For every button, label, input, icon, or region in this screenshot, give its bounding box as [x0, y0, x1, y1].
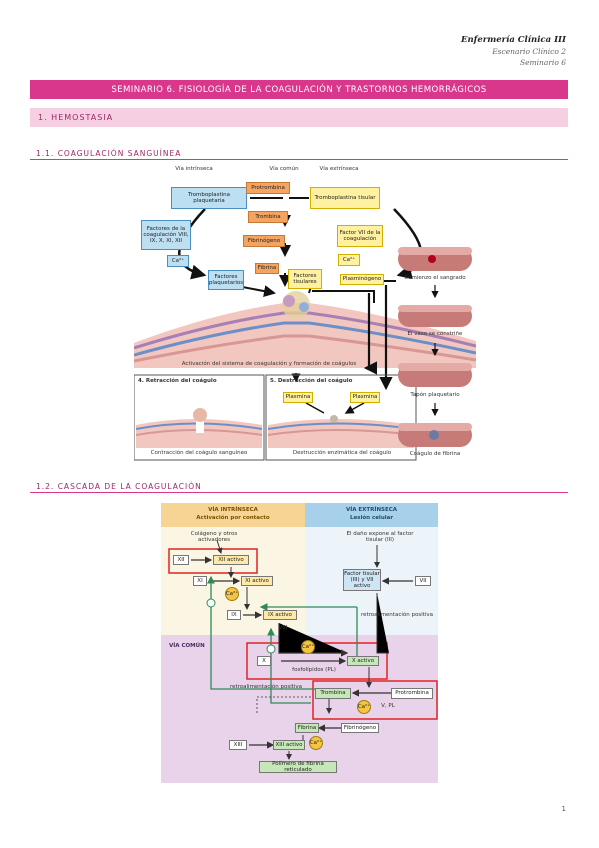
factor-ix-box: IX: [227, 610, 241, 620]
plasminogeno-box: Plasminógeno: [340, 274, 384, 285]
factor-tisular-box: Factor tisular (III) y VII activo: [343, 569, 381, 591]
course-name: Enfermería Clínica III: [461, 35, 566, 45]
vessel-caption-2: El vaso se constriñe: [407, 331, 463, 337]
page-number: 1: [561, 805, 566, 813]
factor-vii-box: VII: [415, 576, 431, 586]
factores-coagulacion-box: Factores de la coagulación VIII, IX, X, …: [141, 220, 191, 250]
cascade-figure-arrows: [161, 503, 438, 783]
factor-xi-activo-box: XI activo: [241, 576, 273, 586]
plasmina-box-1: Plasmina: [283, 392, 313, 403]
via-extrinseca-title: VÍA EXTRÍNSECA: [345, 507, 398, 513]
colageno-label: Colágeno y otros activadores: [190, 531, 238, 544]
trombina-box: Trombina: [315, 688, 351, 699]
section-heading-hemostasia: 1. HEMOSTASIA: [30, 108, 568, 127]
factor-x-activo-box: X activo: [347, 656, 379, 666]
via-intrinseca-title: VÍA INTRÍNSECA: [208, 507, 258, 513]
calcium-circle-4: Ca²⁺: [309, 736, 323, 750]
dano-label: El daño expone al factor tisular (III): [346, 531, 414, 544]
polimero-fibrina-box: Polímero de fibrina reticulado: [259, 761, 337, 773]
retroalimentacion-label-2: retroalimentación positiva: [229, 684, 303, 690]
tromboplastina-tisular-box: Tromboplastina tisular: [310, 187, 380, 209]
factores-tisulares-box: Factores tisulares: [288, 269, 322, 289]
factor-xi-box: XI: [193, 576, 207, 586]
calcium-circle-3: Ca²⁺: [357, 700, 371, 714]
calcium-circle-1: Ca²⁺: [225, 587, 239, 601]
calcium-circle-2: Ca²⁺: [301, 640, 315, 654]
plasmina-box-2: Plasmina: [350, 392, 380, 403]
activacion-caption: Activación del sistema de coagulación y …: [181, 361, 357, 367]
protrombina-box: Protrombina: [246, 182, 290, 194]
protrombina-box: Protrombina: [391, 688, 433, 699]
factor-xiii-activo-box: XIII activo: [273, 740, 305, 750]
topic-name: Escenario Clínico 2: [492, 47, 566, 56]
factor-xii-box: XII: [173, 555, 189, 565]
vessel-caption-1: Comienzo el sangrado: [404, 275, 466, 281]
factor-xiii-box: XIII: [229, 740, 247, 750]
subsection-heading-cascada: 1.2. CASCADA DE LA COAGULACIÓN: [36, 482, 202, 491]
via-extrinseca-label: Vía extrínseca: [319, 166, 359, 172]
v-pl-label: V, PL: [381, 703, 395, 709]
subsection-rule-2: [30, 492, 568, 493]
calcium-box-1: Ca²⁺: [167, 255, 189, 267]
coagulation-figure-arrows: [134, 197, 476, 461]
fibrina-box: Fibrina: [255, 263, 279, 274]
factor-vii-box: Factor VII de la coagulación: [337, 225, 383, 247]
via-comun-label: Vía común: [269, 166, 299, 172]
via-comun-title: VÍA COMÚN: [169, 643, 205, 649]
retraccion-title: 4. Retracción del coágulo: [138, 378, 217, 384]
vessel-caption-4: Coágulo de fibrina: [409, 451, 461, 457]
fibrinogeno-box: Fibrinógeno: [243, 235, 285, 247]
seminar-name: Seminario 6: [519, 58, 566, 67]
destruccion-enzimatica-caption: Destrucción enzimática del coágulo: [292, 450, 392, 456]
factor-ix-activo-box: IX activo: [263, 610, 297, 620]
factor-x-box: X: [257, 656, 271, 666]
subsection-heading-coagulacion: 1.1. COAGULACIÓN SANGUÍNEA: [36, 149, 182, 158]
destruccion-title: 5. Destrucción del coágulo: [270, 378, 353, 384]
retroalimentacion-label-1: retroalimentación positiva: [360, 612, 434, 618]
coagulation-figure: Vía intrínseca Vía común Vía extrínseca …: [134, 163, 476, 463]
via-extrinseca-subtitle: Lesión celular: [349, 515, 394, 521]
tromboplastina-plaquetaria-box: Tromboplastina plaquetaria: [171, 187, 247, 209]
factor-viii-label: VIII: [278, 625, 288, 631]
trombina-box: Trombina: [248, 211, 288, 223]
factores-plaquetarios-box: Factores plaquetarios: [208, 270, 244, 290]
document-title: SEMINARIO 6. FISIOLOGÍA DE LA COAGULACIÓ…: [30, 80, 568, 99]
calcium-box-2: Ca²⁺: [338, 254, 360, 266]
cascade-figure: VÍA INTRÍNSECA Activación por contacto V…: [161, 503, 438, 783]
via-intrinseca-label: Vía intrínseca: [175, 166, 213, 172]
fosfolipidos-label: fosfolípidos (PL): [292, 667, 336, 673]
contraccion-caption: Contracción del coágulo sanguíneo: [150, 450, 248, 456]
vessel-caption-3: Tapón plaquetario: [410, 392, 460, 398]
factor-xii-activo-box: XII activo: [213, 555, 249, 565]
via-intrinseca-subtitle: Activación por contacto: [196, 515, 270, 521]
fibrina-box: Fibrina: [295, 723, 319, 733]
fibrinogeno-box: Fibrinógeno: [341, 723, 379, 733]
subsection-rule: [30, 159, 568, 160]
